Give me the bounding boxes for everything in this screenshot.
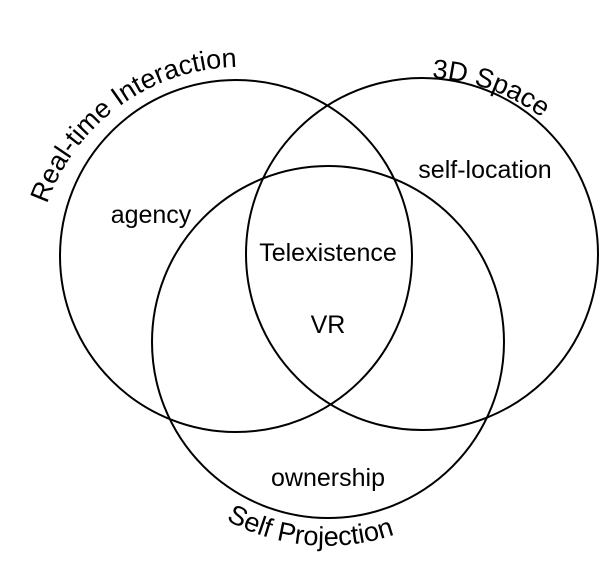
label-self-location: self-location bbox=[418, 156, 551, 184]
label-ownership: ownership bbox=[271, 464, 385, 492]
label-self-projection: Self Projection bbox=[223, 499, 396, 552]
label-self-projection-path: Self Projection bbox=[223, 499, 396, 552]
label-telexistence: Telexistence bbox=[259, 239, 397, 267]
label-real-time-interaction: Real-time Interaction bbox=[25, 43, 238, 206]
circle-3d-space bbox=[245, 77, 599, 431]
label-agency: agency bbox=[111, 201, 192, 229]
label-3d-space-path: 3D Space bbox=[431, 54, 555, 123]
circle-self-projection bbox=[151, 165, 505, 519]
label-3d-space: 3D Space bbox=[431, 54, 555, 123]
label-real-time-interaction-path: Real-time Interaction bbox=[25, 43, 238, 206]
circle-real-time-interaction bbox=[59, 79, 413, 433]
label-vr: VR bbox=[311, 311, 346, 339]
